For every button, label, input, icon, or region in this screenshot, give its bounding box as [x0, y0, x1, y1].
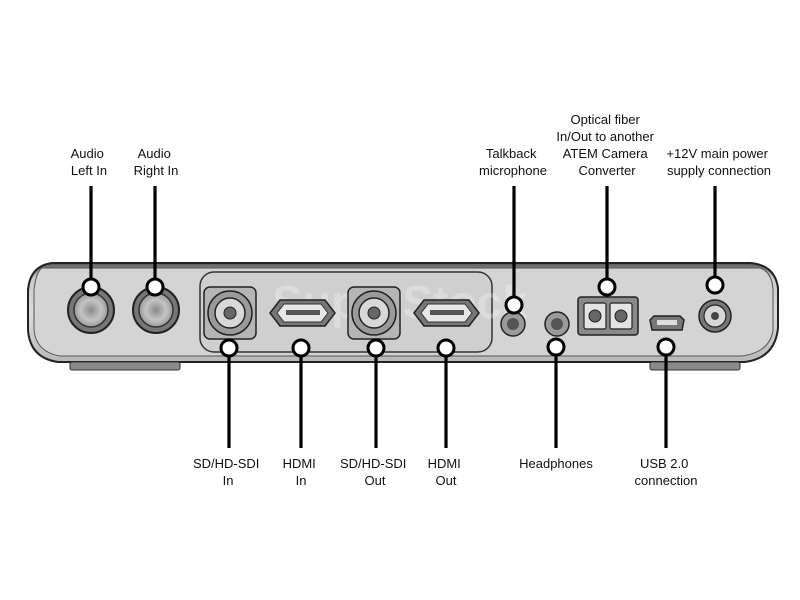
label-hdmi-in: HDMI In: [283, 456, 320, 488]
talkback-microphone-jack: [500, 311, 526, 337]
label-audio-left-in: Audio Left In: [71, 146, 108, 178]
label-talkback-microphone: Talkback microphone: [479, 146, 547, 178]
hdmi-out-port: [413, 299, 480, 327]
label-hdmi-out: HDMI Out: [428, 456, 465, 488]
label-sdi-out: SD/HD-SDI Out: [340, 456, 410, 488]
label-headphones: Headphones: [519, 456, 593, 471]
label-usb-connection: USB 2.0 connection: [635, 456, 698, 488]
label-sdi-in: SD/HD-SDI In: [193, 456, 263, 488]
power-connector: [698, 299, 732, 333]
headphones-jack: [544, 311, 570, 337]
sdi-in-connector: [203, 286, 257, 340]
sdi-out-connector: [347, 286, 401, 340]
label-power-supply: +12V main power supply connection: [666, 146, 771, 178]
leader-lines: [89, 186, 717, 448]
hdmi-in-port: [269, 299, 336, 327]
callout-markers: [81, 275, 725, 358]
label-audio-right-in: Audio Right In: [134, 146, 179, 178]
label-optical-fiber: Optical fiber In/Out to another ATEM Cam…: [556, 112, 657, 178]
optical-fiber-connector: [577, 296, 639, 336]
usb-port: [649, 315, 685, 331]
